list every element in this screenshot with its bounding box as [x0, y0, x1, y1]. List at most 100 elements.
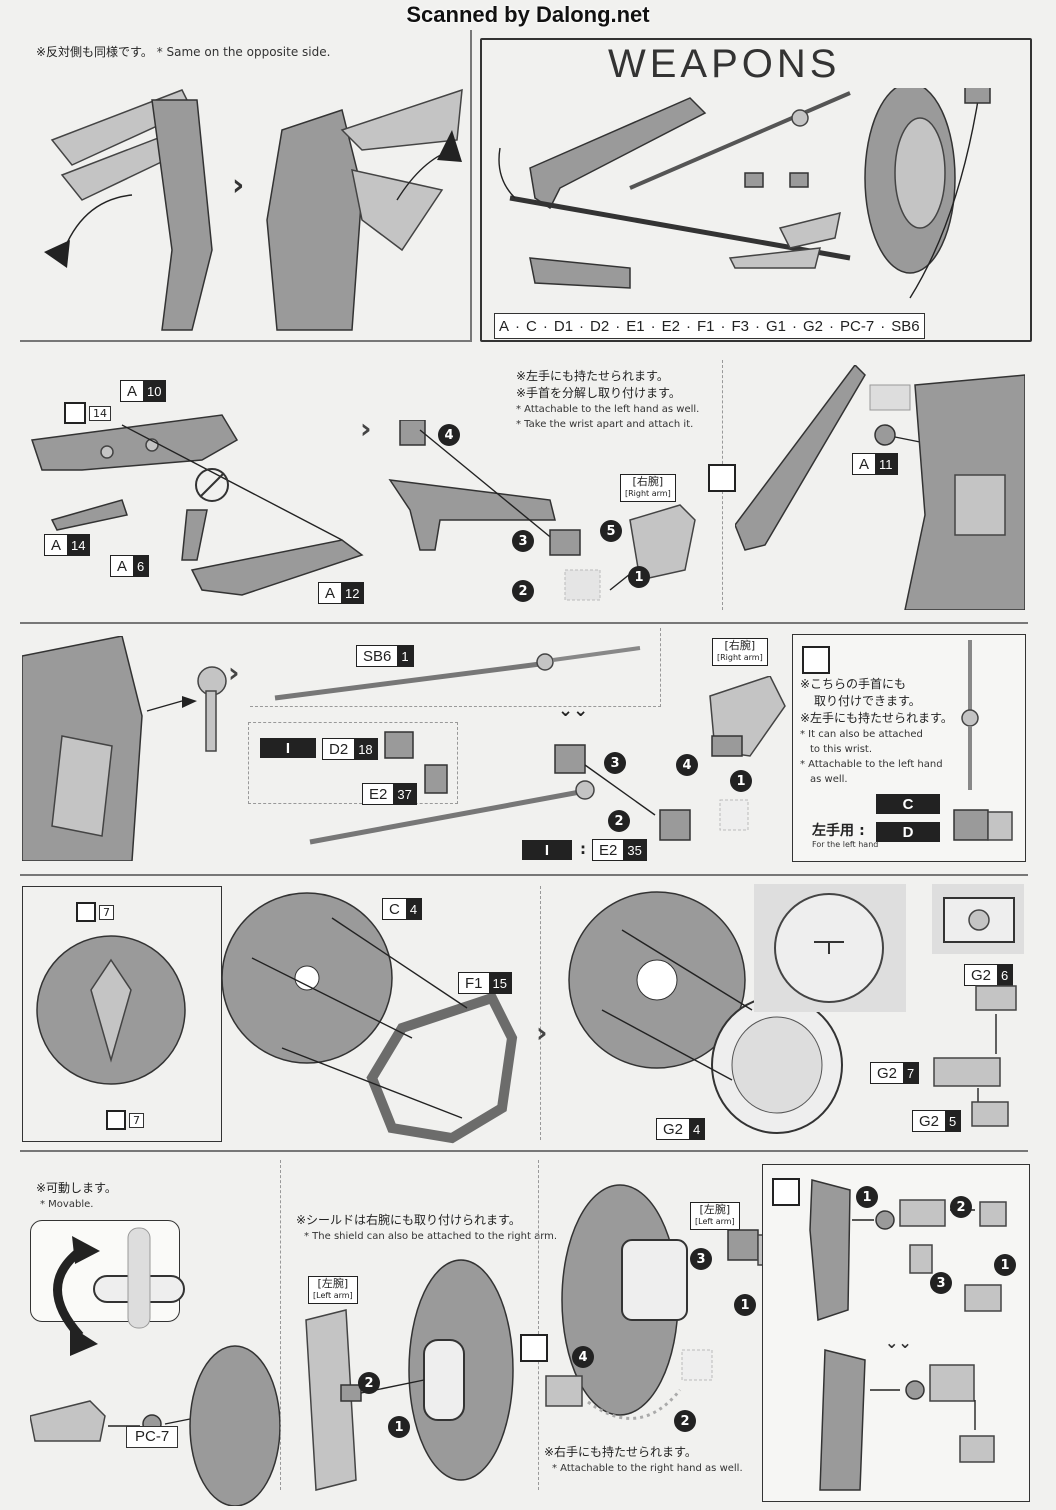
weapons-parts-list: A· C· D1· D2· E1· E2· F1· F3· G1· G2· PC…: [494, 313, 925, 339]
step-1-icon: 1: [628, 566, 650, 588]
chevron-down-icon: ⌄⌄: [558, 700, 589, 721]
sticker-tag: 14: [64, 402, 111, 424]
saber-bottom-line: [20, 874, 1028, 876]
step-4-icon: 4: [572, 1346, 594, 1368]
step-4-icon: 4: [438, 424, 460, 446]
shield-right-arm-note: ※シールドは右腕にも取り付けられます。 * The shield can als…: [296, 1213, 558, 1242]
wrist-note-jp: ※手首を分解し取り付けます。: [516, 386, 681, 400]
shield-arm-illustration: [305, 1259, 514, 1491]
section1-divider: [470, 30, 472, 342]
wrist-note-en: * Take the wrist apart and attach it.: [516, 419, 694, 430]
sticker-panel: [22, 886, 222, 1142]
svg-text:›: ›: [232, 168, 244, 203]
i-label: I: [260, 738, 316, 758]
step-3-icon: 3: [512, 530, 534, 552]
part-code: G2: [803, 317, 824, 335]
pc7-label: PC-7: [126, 1426, 179, 1448]
sticker-icon: [64, 402, 86, 424]
right-hand-note: ※右手にも持たせられます。 * Attachable to the right …: [544, 1445, 743, 1474]
chevron-right-icon: ›: [360, 412, 372, 445]
d-label: D: [876, 822, 940, 842]
shield-divider: [540, 886, 541, 1140]
shield-bottom-line: [20, 1150, 1028, 1152]
opposite-side-note-en: * Same on the opposite side.: [156, 45, 331, 59]
watermark-text: Scanned by Dalong.net: [406, 2, 650, 27]
step-2-icon: 2: [674, 1410, 696, 1432]
rifle-bottom-line: [20, 622, 1028, 624]
shield-hand-illustration: [545, 1184, 790, 1420]
saber-blade-illustration: [274, 646, 641, 701]
step-1-icon: 1: [856, 1186, 878, 1208]
step-1-icon: 1: [734, 1294, 756, 1316]
part-code: E2: [661, 317, 680, 335]
step-1-icon: 1: [730, 770, 752, 792]
step-2-icon: 2: [950, 1196, 972, 1218]
section1-frame: [20, 340, 470, 342]
wrist-option-illustration: [953, 640, 1013, 841]
weapons-illustration: [498, 88, 991, 299]
chevron-right-icon: ›: [536, 1016, 548, 1049]
step-2-icon: 2: [512, 580, 534, 602]
section1-illustration: ›: [44, 88, 463, 331]
part-code: G1: [765, 317, 786, 335]
alt-hand-illustration: ⌄⌄: [809, 1179, 1007, 1491]
shield-rim-illustration: [568, 891, 843, 1134]
mount-divider-2: [538, 1160, 539, 1490]
wrist-option-notes: ※こちらの手首にも 取り付けできます。 ※左手にも持たせられます。 * It c…: [800, 677, 953, 785]
opposite-side-note-jp: ※反対側も同様です。: [36, 45, 153, 59]
chevron-right-icon: ›: [228, 656, 240, 689]
rifle-hand-illustration: [388, 420, 696, 601]
saber-arm-illustration: [709, 676, 786, 757]
part-code: A: [499, 317, 510, 335]
alternate-icon: [772, 1178, 800, 1206]
opposite-side-note: ※反対側も同様です。 * Same on the opposite side.: [36, 44, 330, 61]
left-hand-note-jp: ※左手にも持たせられます。: [516, 369, 669, 383]
part-code: PC-7: [840, 317, 875, 335]
mount-divider-1: [280, 1160, 281, 1490]
left-arm-label: [左腕] [Left arm]: [690, 1202, 740, 1230]
saber-mount-illustration: [22, 636, 227, 861]
c-label: C: [876, 794, 940, 814]
part-code: SB6: [891, 317, 920, 335]
step-3-icon: 3: [930, 1272, 952, 1294]
shield-assembly-illustration: [222, 892, 518, 1144]
step-4-icon: 4: [676, 754, 698, 776]
svg-text:⌄⌄: ⌄⌄: [885, 1333, 912, 1352]
movable-note: ※可動します。 * Movable.: [36, 1181, 117, 1210]
sticker-tag: 7: [106, 1110, 144, 1130]
left-hand-note-en: * Attachable to the left hand as well.: [516, 404, 700, 415]
alternate-icon: [802, 646, 830, 674]
shield-sticker-illustration: [36, 935, 186, 1085]
right-arm-label: [右腕] [Right arm]: [712, 638, 768, 666]
saber-box: [250, 628, 661, 707]
rifle-mount-illustration: [735, 365, 1025, 610]
weapons-title: WEAPONS: [608, 42, 841, 86]
sticker-tag: 7: [76, 902, 114, 922]
step-1-icon: 1: [994, 1254, 1016, 1276]
movable-bubble: [30, 1220, 180, 1322]
step-2-icon: 2: [358, 1372, 380, 1394]
weapons-frame: [480, 38, 1032, 342]
part-code: F3: [731, 317, 749, 335]
grip-detail-illustration: [943, 897, 1015, 943]
part-code: F1: [696, 317, 715, 335]
step-5-icon: 5: [600, 520, 622, 542]
colon-text: :: [580, 840, 586, 858]
saber-hand-illustration: [309, 731, 749, 845]
step-3-icon: 3: [690, 1248, 712, 1270]
left-arm-label: [左腕] [Left arm]: [308, 1276, 358, 1304]
rifle-assembly-illustration: [31, 414, 364, 596]
